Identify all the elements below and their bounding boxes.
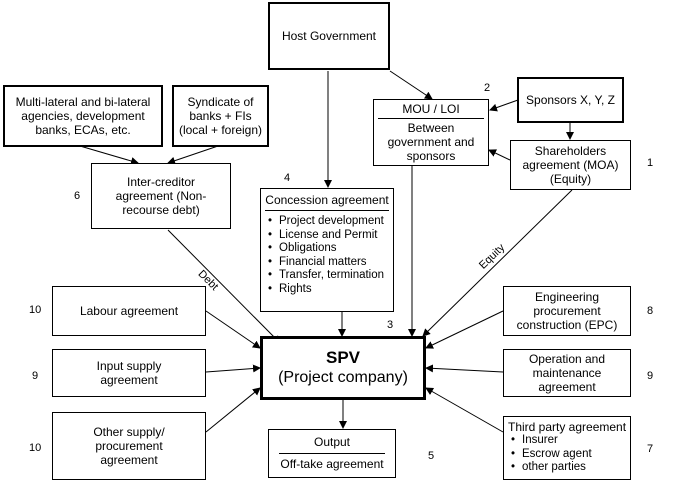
step-number-9-right: 9 xyxy=(647,370,654,382)
arrow-host-to-mou xyxy=(389,70,433,100)
epc-box: Engineering procurement construction (EP… xyxy=(503,286,631,336)
step-number-8: 8 xyxy=(647,305,654,317)
host-government-label: Host Government xyxy=(281,29,377,43)
shareholders-agreement-label: Shareholders agreement (MOA) (Equity) xyxy=(522,144,619,186)
concession-item: Rights xyxy=(265,283,389,297)
input-supply-label: Input supply agreement xyxy=(96,359,162,387)
operation-maintenance-box: Operation and maintenance agreement xyxy=(503,349,631,397)
epc-label: Engineering procurement construction (EP… xyxy=(516,290,618,332)
concession-agreement-box: Concession agreement Project development… xyxy=(260,188,394,312)
arrow-multilateral-to-intercreditor xyxy=(79,145,139,165)
concession-item: Obligations xyxy=(265,242,389,256)
arrow-third-party-to-spv xyxy=(425,387,504,433)
step-number-7: 7 xyxy=(647,443,654,455)
step-number-9-left: 9 xyxy=(32,370,39,382)
arrow-sponsors-to-mou xyxy=(489,99,519,112)
other-supply-label: Other supply/ procurement agreement xyxy=(93,425,165,467)
arrow-shareholders-to-mou xyxy=(488,149,511,161)
step-number-1: 1 xyxy=(647,157,654,169)
arrow-intercreditor-to-spv xyxy=(167,229,281,344)
sponsors-box: Sponsors X, Y, Z xyxy=(517,77,624,123)
output-box: Output Off-take agreement xyxy=(268,429,396,478)
syndicate-box: Syndicate of banks + FIs (local + foreig… xyxy=(172,85,269,147)
other-supply-box: Other supply/ procurement agreement xyxy=(52,412,206,480)
arrow-syndicate-to-intercreditor xyxy=(167,145,219,165)
syndicate-label: Syndicate of banks + FIs (local + foreig… xyxy=(178,95,263,137)
concession-items-list: Project development License and Permit O… xyxy=(265,215,389,297)
concession-item: Financial matters xyxy=(265,256,389,270)
third-party-item: other parties xyxy=(508,461,627,475)
input-supply-box: Input supply agreement xyxy=(52,349,206,397)
operation-maintenance-label: Operation and maintenance agreement xyxy=(528,352,606,394)
output-title: Output xyxy=(279,435,385,454)
concession-item: Project development xyxy=(265,215,389,229)
third-party-item: Escrow agent xyxy=(508,448,627,462)
step-number-10-top: 10 xyxy=(29,304,42,316)
arrow-shareholders-to-spv xyxy=(422,189,573,337)
arrow-om-to-spv xyxy=(425,364,504,373)
spv-title: SPV xyxy=(325,348,361,367)
arrow-other-supply-to-spv xyxy=(205,387,261,433)
third-party-items-list: Insurer Escrow agent other parties xyxy=(508,434,627,475)
third-party-item: Insurer xyxy=(508,434,627,448)
step-number-4: 4 xyxy=(284,172,291,184)
step-number-6: 6 xyxy=(74,190,81,202)
step-number-2: 2 xyxy=(484,82,491,94)
concession-agreement-title: Concession agreement xyxy=(265,193,389,211)
arrow-labour-to-spv xyxy=(205,310,261,349)
step-number-5: 5 xyxy=(428,450,435,462)
spv-subtitle: (Project company) xyxy=(278,369,408,386)
step-number-3: 3 xyxy=(387,319,394,331)
mou-loi-title: MOU / LOI xyxy=(378,102,484,119)
multilateral-agencies-label: Multi-lateral and bi-lateral agencies, d… xyxy=(15,95,151,137)
sponsors-label: Sponsors X, Y, Z xyxy=(526,93,615,107)
arrow-input-supply-to-spv xyxy=(205,364,261,373)
intercreditor-label: Inter-creditor agreement (Non-recourse d… xyxy=(115,175,207,217)
third-party-box: Third party agreement Insurer Escrow age… xyxy=(503,416,631,480)
labour-agreement-box: Labour agreement xyxy=(52,286,206,336)
mou-loi-box: MOU / LOI Between government and sponsor… xyxy=(373,99,489,166)
spv-box: SPV (Project company) xyxy=(260,336,426,400)
concession-item: Transfer, termination xyxy=(265,269,389,283)
arrow-epc-to-spv xyxy=(425,310,504,349)
shareholders-agreement-box: Shareholders agreement (MOA) (Equity) xyxy=(510,140,631,190)
step-number-10-bottom: 10 xyxy=(29,442,42,454)
output-body: Off-take agreement xyxy=(280,457,384,471)
concession-item: License and Permit xyxy=(265,229,389,243)
third-party-title: Third party agreement xyxy=(508,420,627,434)
intercreditor-box: Inter-creditor agreement (Non-recourse d… xyxy=(91,163,231,229)
host-government-box: Host Government xyxy=(268,2,390,70)
labour-agreement-label: Labour agreement xyxy=(79,304,179,318)
multilateral-agencies-box: Multi-lateral and bi-lateral agencies, d… xyxy=(3,85,163,147)
mou-loi-body: Between government and sponsors xyxy=(387,121,475,163)
